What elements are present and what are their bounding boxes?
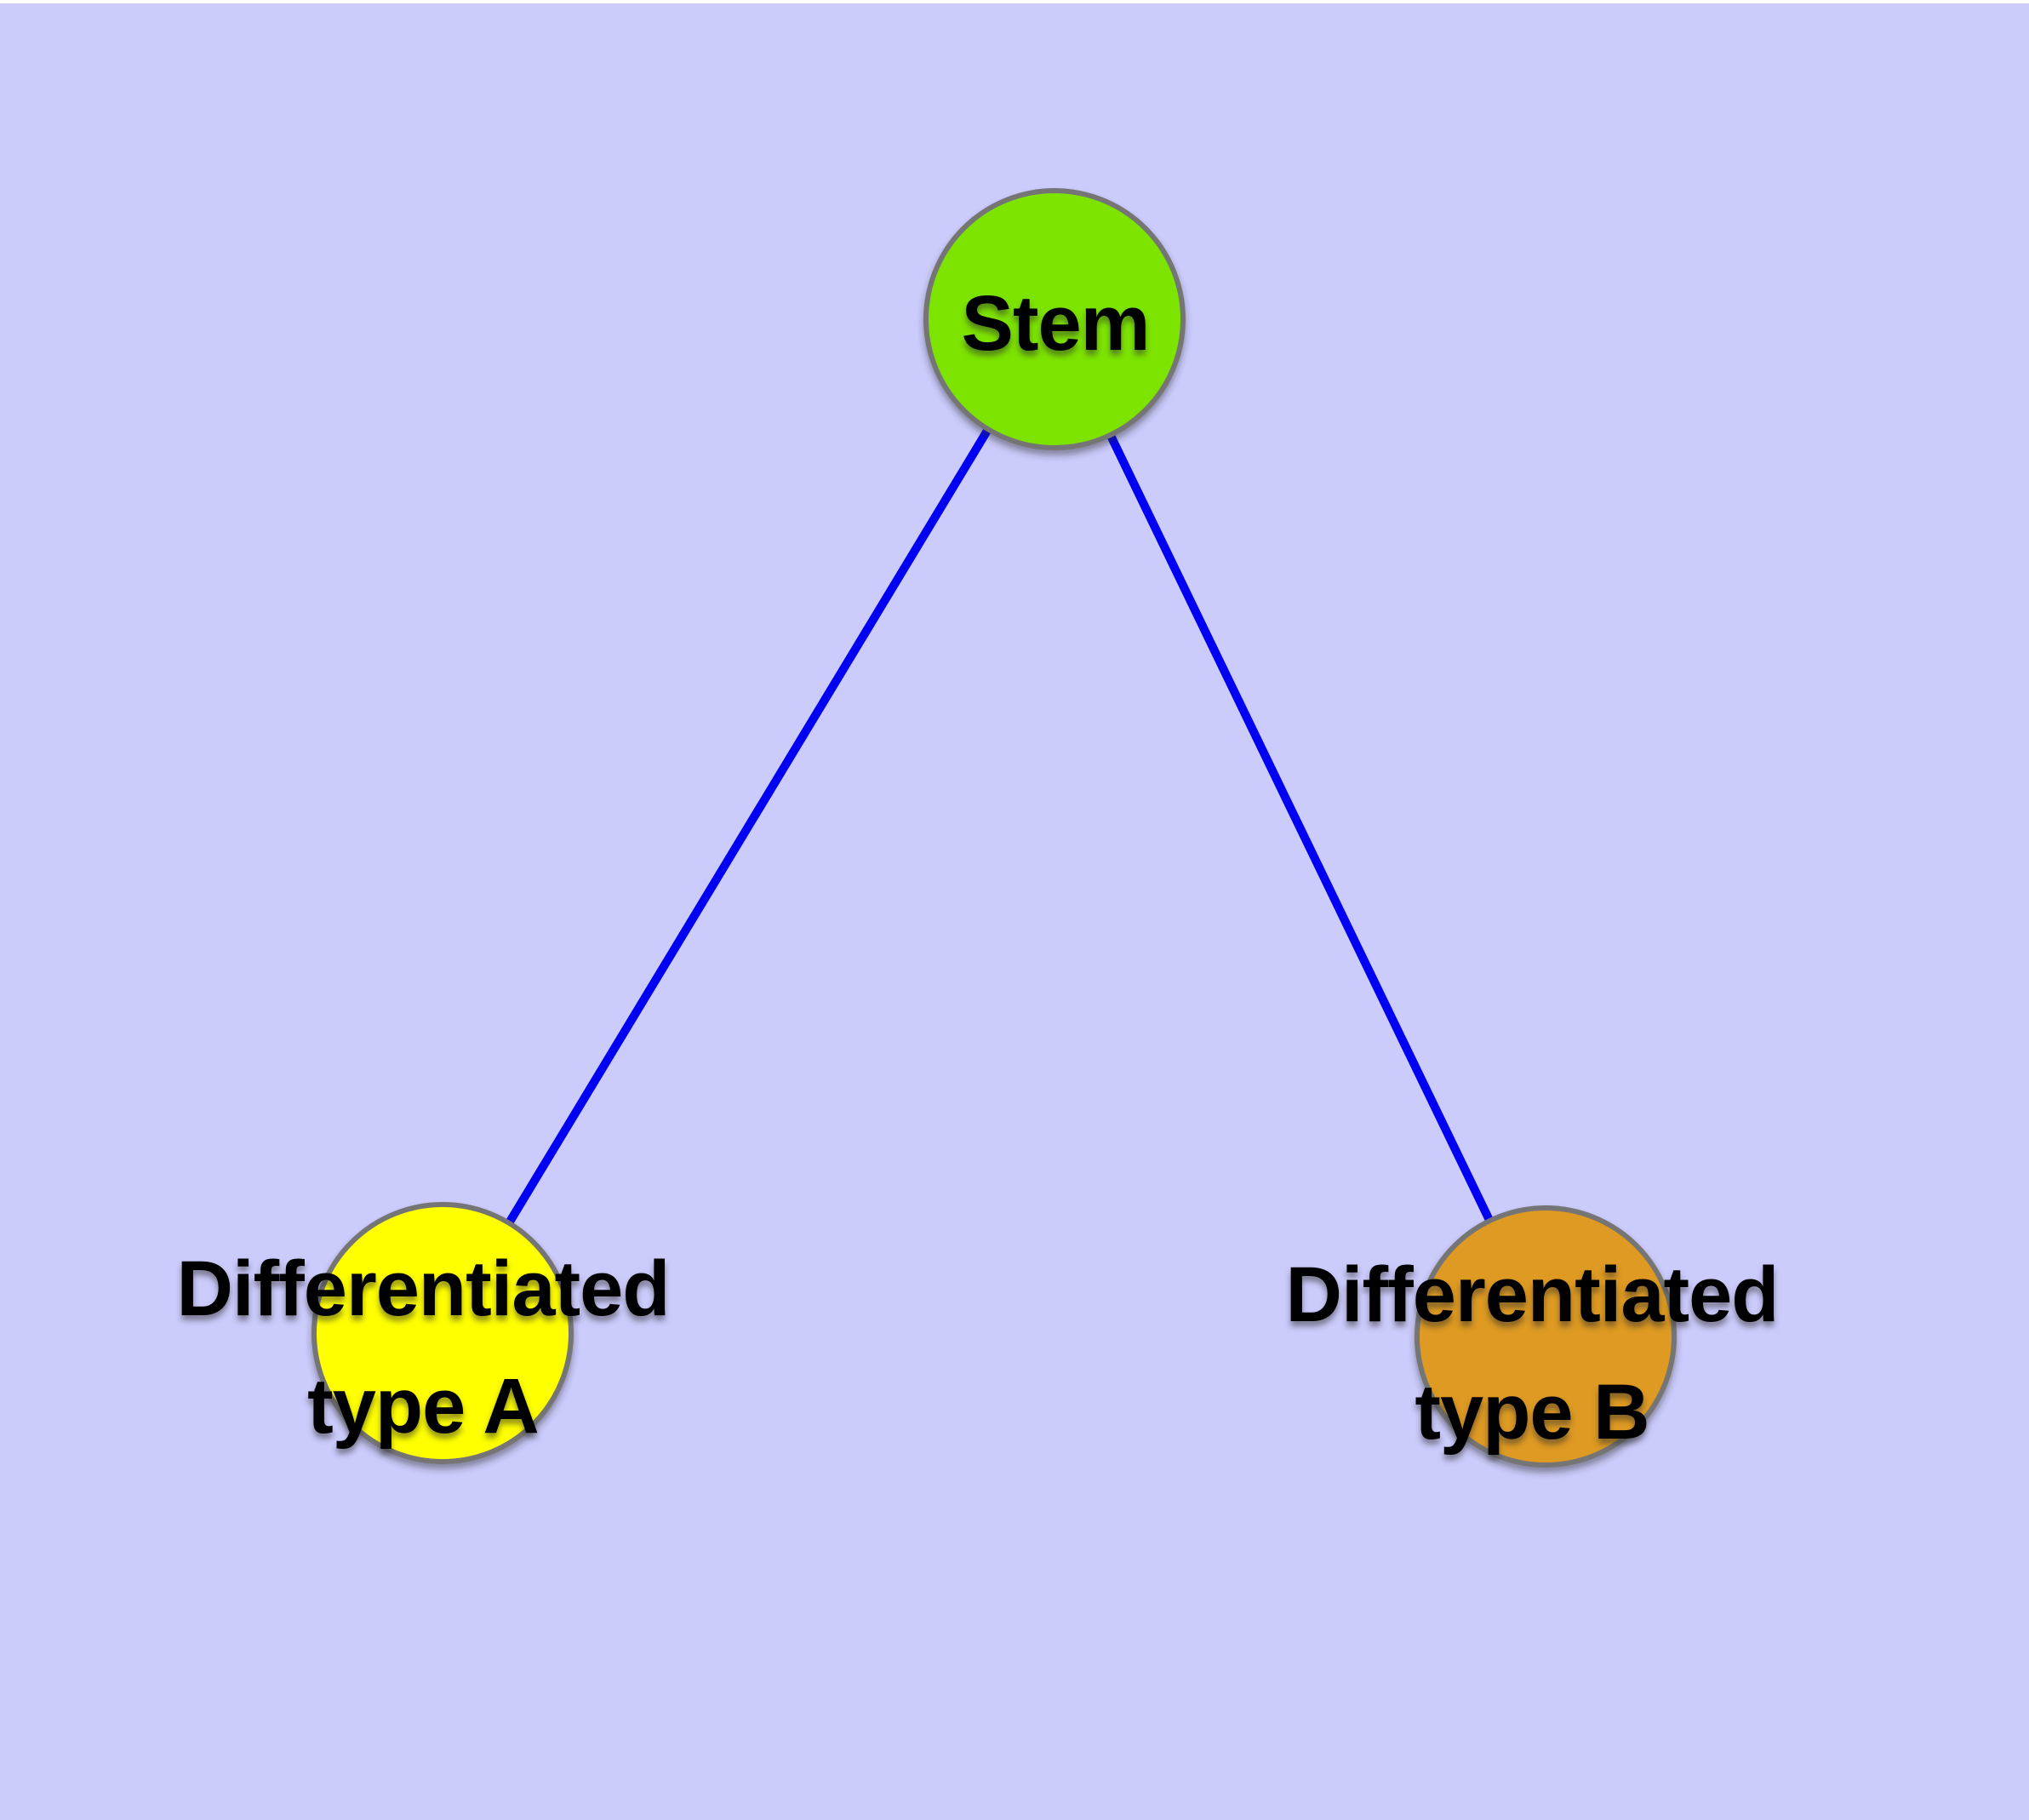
node-differentiated-type-b bbox=[1415, 1205, 1677, 1468]
node-differentiated-type-a bbox=[311, 1202, 574, 1464]
edge-stem-to-type-b bbox=[1050, 317, 1550, 1339]
edge-stem-to-type-a bbox=[438, 317, 1059, 1336]
node-stem bbox=[923, 188, 1186, 450]
